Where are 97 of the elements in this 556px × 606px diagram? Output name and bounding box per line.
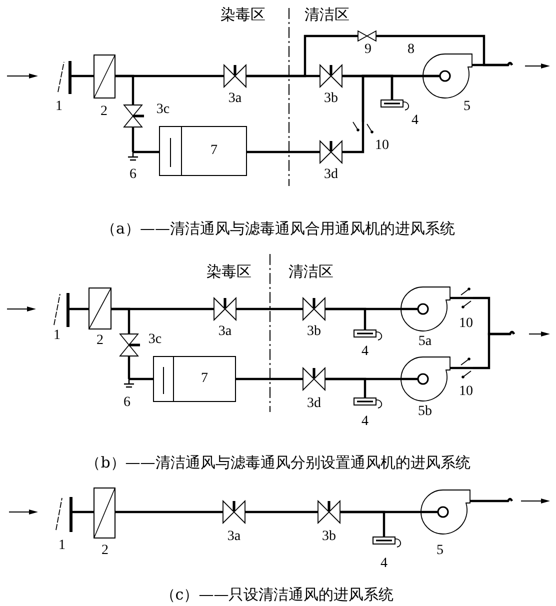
filter-unit-box xyxy=(153,356,236,402)
valve-symbol xyxy=(320,140,342,164)
gate-valve-symbol xyxy=(354,330,382,340)
duct-line xyxy=(450,366,459,370)
callout-number: 4 xyxy=(380,557,388,571)
zone-label: 清洁区 xyxy=(288,264,334,280)
filter-symbol xyxy=(94,488,116,538)
callout-number: 1 xyxy=(56,100,62,114)
duct-line xyxy=(236,308,303,310)
callout-number: 4 xyxy=(362,345,368,359)
edge-label: 8 xyxy=(408,43,414,57)
unit-number: 7 xyxy=(201,372,208,386)
valve-symbol xyxy=(214,296,236,322)
end-cap-symbol xyxy=(127,151,139,161)
gate-valve-symbol xyxy=(372,536,402,548)
callout-number: 3d xyxy=(307,397,321,411)
unit-number: 7 xyxy=(210,144,218,158)
duct-line xyxy=(245,510,318,514)
duct-line xyxy=(133,150,159,154)
callout-number: 10 xyxy=(459,317,473,331)
damper-symbol xyxy=(459,358,473,378)
callout-number: 4 xyxy=(412,114,418,128)
callout-number: 5 xyxy=(464,100,470,114)
duct-line xyxy=(450,296,459,300)
figure-caption: （b）——清洁通风与滤毒通风分别设置通风机的进风系统 xyxy=(86,456,470,470)
callout-number: 4 xyxy=(362,415,368,429)
callout-number: 3b xyxy=(322,530,336,544)
duct-line xyxy=(111,308,130,334)
callout-number: 6 xyxy=(130,168,136,182)
callout-number: 2 xyxy=(102,544,108,558)
fan-symbol xyxy=(420,490,470,534)
filter-symbol xyxy=(88,288,112,330)
duct-line xyxy=(362,74,394,122)
valve-symbol xyxy=(222,500,246,524)
callout-number: 1 xyxy=(54,329,60,343)
valve-symbol xyxy=(358,30,376,42)
zone-label: 染毒区 xyxy=(206,264,252,280)
duct-line xyxy=(340,510,386,537)
callout-number: 2 xyxy=(100,105,108,119)
duct-line xyxy=(325,308,366,330)
louver-symbol xyxy=(54,293,70,327)
callout-number: 3c xyxy=(148,333,162,347)
valve-symbol xyxy=(302,296,326,322)
callout-number: 9 xyxy=(364,43,372,57)
damper-symbol xyxy=(352,122,374,138)
callout-number: 5b xyxy=(418,405,432,419)
valve-symbol xyxy=(119,334,140,356)
callout-number: 3a xyxy=(218,325,232,339)
valve-symbol xyxy=(320,64,342,88)
fan-symbol xyxy=(422,54,472,98)
fan-symbol xyxy=(400,356,450,402)
filter-unit-box xyxy=(159,126,247,176)
duct-line xyxy=(70,308,89,310)
filter-symbol xyxy=(94,54,116,98)
valve-symbol xyxy=(224,64,246,88)
duct-line xyxy=(236,378,303,380)
duct-line xyxy=(342,138,364,154)
duct-line xyxy=(128,356,130,379)
damper-symbol xyxy=(459,288,473,308)
figure-caption: （c）——只设清洁通风的进风系统 xyxy=(160,588,394,602)
zone-label: 清洁区 xyxy=(304,8,350,22)
callout-number: 2 xyxy=(96,334,104,348)
duct-line xyxy=(115,510,223,514)
callout-number: 3b xyxy=(307,325,321,339)
gate-valve-symbol xyxy=(380,100,410,110)
duct-line xyxy=(247,150,320,154)
callout-number: 1 xyxy=(58,539,66,553)
gate-valve-symbol xyxy=(354,398,382,408)
duct-line xyxy=(325,378,366,398)
duct-line xyxy=(115,74,134,105)
callout-number: 3b xyxy=(324,92,338,106)
duct-line xyxy=(72,74,94,78)
duct-line xyxy=(132,127,134,152)
end-cap-symbol xyxy=(123,378,135,388)
callout-number: 6 xyxy=(124,396,130,410)
louver-symbol xyxy=(58,61,72,94)
callout-number: 5a xyxy=(418,335,432,349)
callout-number: 3d xyxy=(324,168,338,182)
duct-line xyxy=(72,510,94,514)
duct-line xyxy=(472,62,513,66)
fan-symbol xyxy=(400,286,450,332)
louver-symbol xyxy=(56,497,72,532)
figure-caption: （a）——清洁通风与滤毒通风合用通风机的进风系统 xyxy=(101,222,455,236)
callout-number: 5 xyxy=(436,544,444,558)
callout-number: 3a xyxy=(227,530,241,544)
callout-number: 10 xyxy=(375,139,389,153)
callout-number: 3c xyxy=(156,103,170,117)
duct-line xyxy=(246,34,358,78)
zone-label: 染毒区 xyxy=(220,8,266,22)
duct-line xyxy=(129,378,153,380)
duct-line xyxy=(473,331,515,370)
valve-symbol xyxy=(123,104,144,128)
callout-number: 3a xyxy=(228,92,242,106)
duct-line xyxy=(470,498,513,502)
valve-symbol xyxy=(318,500,340,524)
callout-number: 10 xyxy=(459,385,473,399)
valve-symbol xyxy=(302,366,326,392)
